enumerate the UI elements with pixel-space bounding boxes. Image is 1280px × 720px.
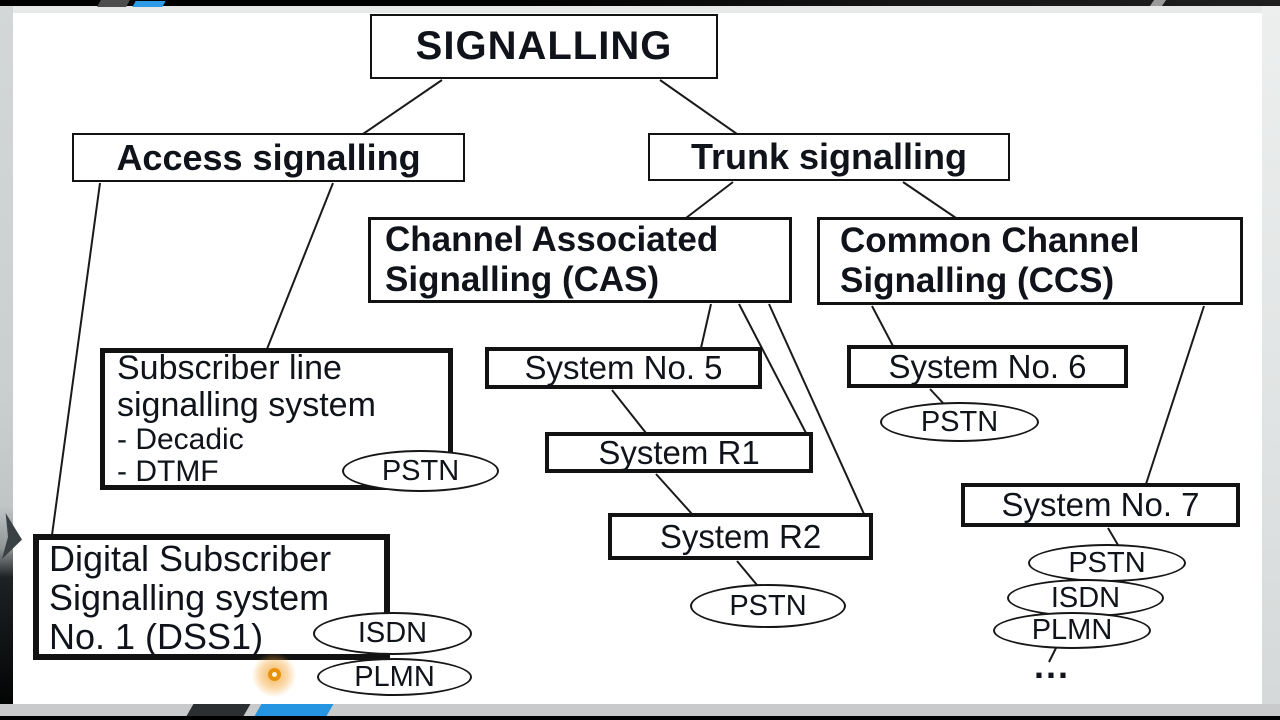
connector-trunk-cas [685,181,734,219]
system-no6-box: System No. 6 [847,345,1128,388]
top-gray-strip [0,6,1280,13]
connector-ccs-no6 [871,305,894,347]
subscriber-line-box: Subscriber line signalling system - Deca… [100,348,453,490]
left-edge-rail [0,6,13,720]
digital-subscriber-label-line3: No. 1 (DSS1) [49,615,264,657]
highlight-glow-ring-icon [268,668,281,681]
system-r1-box: System R1 [545,432,813,473]
subscriber-line-label-line2: signalling system [117,386,376,424]
right-edge-rail [1262,6,1280,720]
isdn-ellipse-dss1: ISDN [313,612,472,655]
connector-signalling-access [362,79,443,135]
connector-no5-r1 [611,389,647,434]
system-r2-label: System R2 [659,517,822,555]
pstn-ellipse-r2: PSTN [690,584,846,628]
connector-ccs-no7 [1145,305,1205,485]
system-r1-label: System R1 [598,433,760,471]
plmn-ellipse-dss1-label: PLMN [354,660,435,693]
system-no5-box: System No. 5 [485,347,762,389]
isdn-ellipse-dss1-label: ISDN [357,617,428,649]
plmn-ellipse-no7: PLMN [993,612,1151,649]
connector-cas-no5 [700,303,712,349]
isdn-ellipse-no7-label: ISDN [1050,581,1121,614]
signalling-root-box: SIGNALLING [370,14,718,79]
connector-signalling-trunk [659,79,738,135]
trunk-signalling-label: Trunk signalling [690,136,968,177]
connector-no6-pstn [929,388,944,404]
pstn-ellipse-no6-label: PSTN [920,405,999,438]
pstn-ellipse-subscriber-label: PSTN [381,454,460,487]
system-no7-label: System No. 7 [1001,486,1200,523]
pstn-ellipse-subscriber: PSTN [342,450,499,492]
subscriber-line-label-line1: Subscriber line [117,349,342,387]
connector-no7-pstn [1107,527,1119,546]
connector-access-digital [51,182,101,536]
plmn-ellipse-no7-label: PLMN [1031,614,1113,646]
plmn-ellipse-dss1: PLMN [317,658,472,696]
connector-cas-r2 [768,303,865,515]
trunk-signalling-box: Trunk signalling [648,133,1010,181]
cas-box: Channel Associated Signalling (CAS) [368,217,792,303]
digital-subscriber-label-line1: Digital Subscriber [49,537,332,579]
ccs-label-line2: Signalling (CCS) [840,261,1115,300]
bottom-blue-slant-decoration [254,704,334,716]
digital-subscriber-box: Digital Subscriber Signalling system No.… [33,534,390,660]
bottom-black-bar [0,716,1280,720]
top-black-bar [0,0,1280,6]
ellipsis-more-networks: ... [1034,645,1071,686]
system-r2-box: System R2 [608,513,873,560]
ccs-box: Common Channel Signalling (CCS) [817,217,1243,305]
connector-r1-r2 [655,473,693,515]
cas-label-line2: Signalling (CAS) [385,260,660,299]
subscriber-line-item-decadic: - Decadic [117,423,244,456]
connector-access-subscriber [266,182,334,350]
signalling-root-label: SIGNALLING [415,24,673,68]
system-no5-label: System No. 5 [524,349,723,386]
connector-r2-pstn [736,560,758,586]
system-no7-box: System No. 7 [961,483,1240,527]
subscriber-line-item-dtmf: - DTMF [117,455,219,488]
top-blue-tab-decoration [132,1,166,7]
access-signalling-box: Access signalling [72,133,465,182]
top-dark-tab-decoration [97,0,130,7]
cas-label-line1: Channel Associated [385,220,719,259]
system-no6-label: System No. 6 [888,347,1087,385]
pstn-ellipse-no6: PSTN [880,402,1039,442]
digital-subscriber-label-line2: Signalling system [49,576,330,618]
pstn-ellipse-no7-label: PSTN [1068,546,1146,579]
pstn-ellipse-r2-label: PSTN [729,589,807,622]
ccs-label-line1: Common Channel [840,221,1140,260]
pstn-ellipse-no7: PSTN [1028,544,1186,582]
bottom-dark-slant-decoration [186,704,251,716]
connector-trunk-ccs [902,181,957,219]
access-signalling-label: Access signalling [116,136,421,178]
